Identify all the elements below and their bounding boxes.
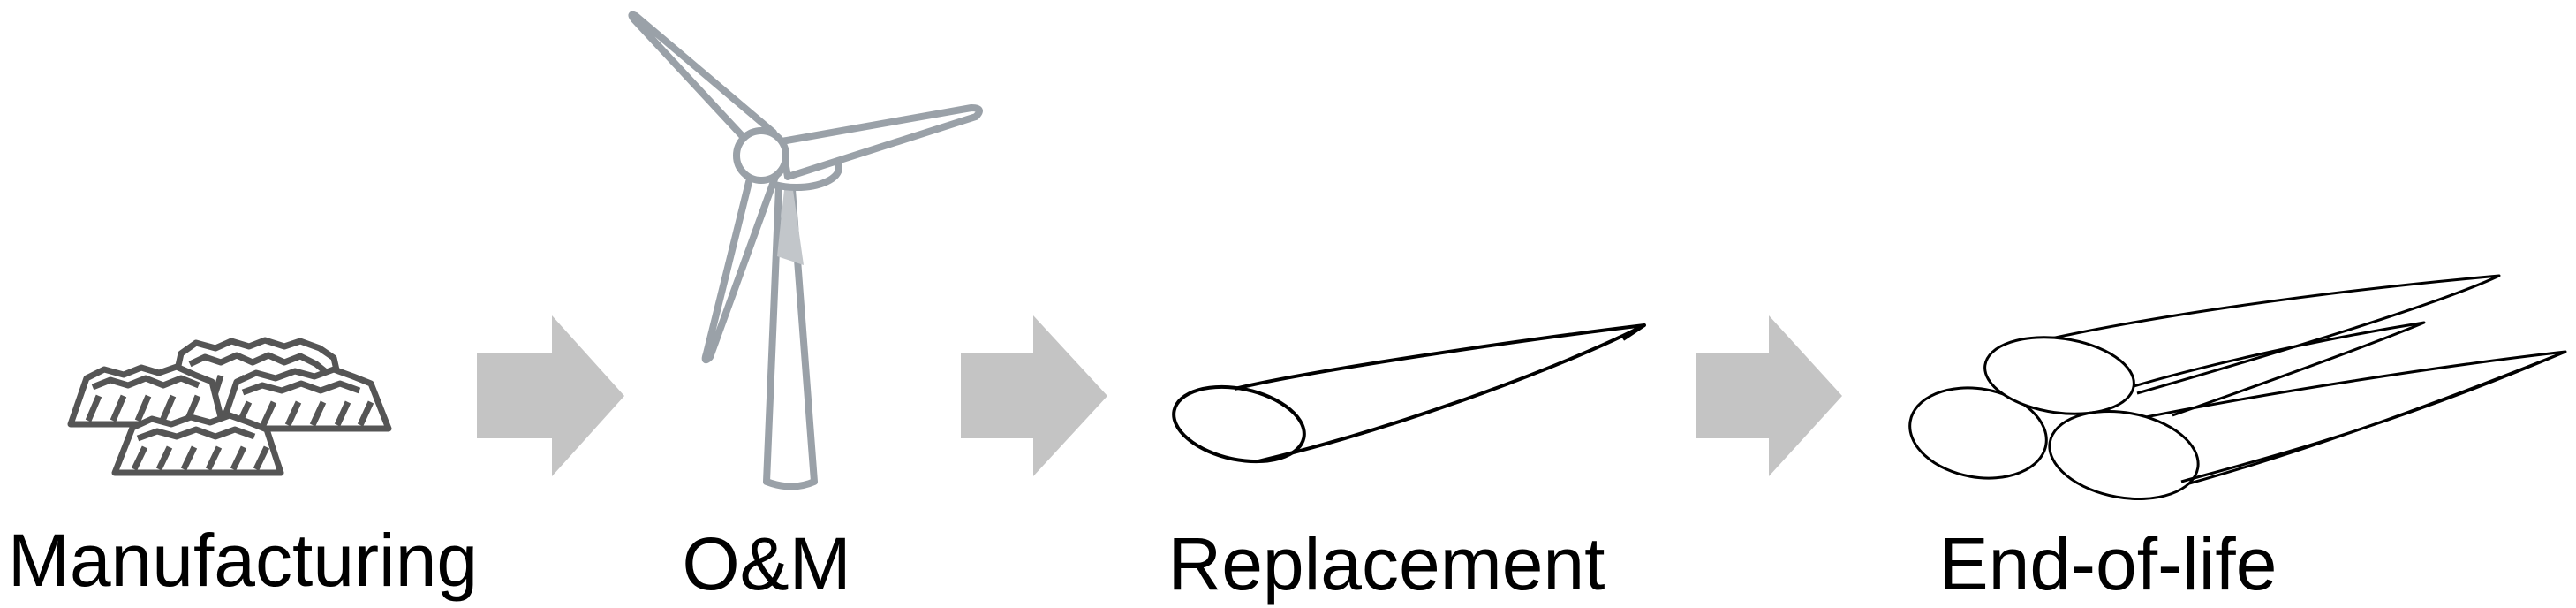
wind-turbine-icon <box>628 11 983 490</box>
factory-icon <box>67 337 392 476</box>
turbine-blade-icon <box>1172 323 1646 464</box>
blade-pile-icon <box>1908 274 2567 501</box>
stage-label-om: O&M <box>682 522 850 605</box>
arrow-icon-2 <box>961 315 1107 476</box>
stage-label-manufacturing: Manufacturing <box>8 519 478 602</box>
stage-label-replacement: Replacement <box>1168 522 1605 605</box>
arrow-icon-1 <box>477 315 624 476</box>
arrow-icon-3 <box>1696 315 1842 476</box>
stage-label-end-of-life: End-of-life <box>1939 522 2278 605</box>
